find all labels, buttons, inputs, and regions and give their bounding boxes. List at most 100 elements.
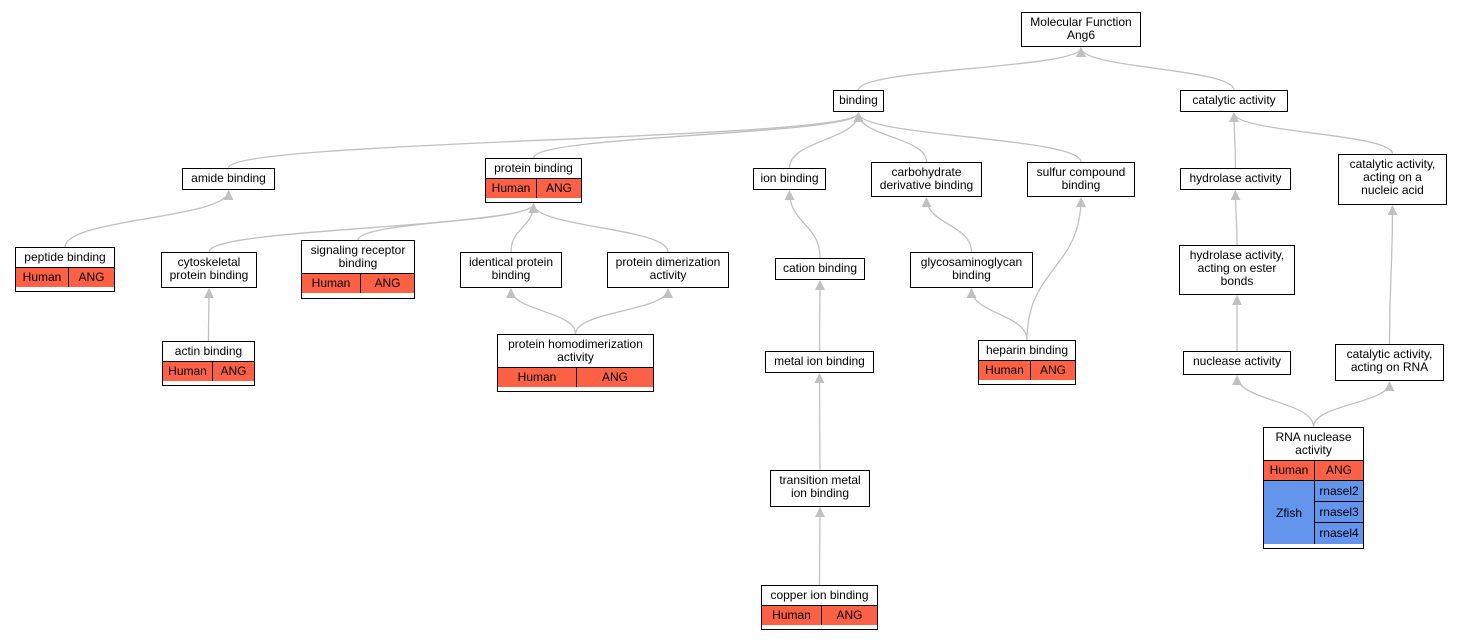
node-carbohydrate-derivative-binding[interactable]: carbohydrate derivative binding: [871, 162, 982, 197]
node-label: nuclease activity: [1184, 352, 1290, 371]
node-label: actin binding: [163, 342, 254, 361]
node-signaling-receptor-binding[interactable]: signaling receptor binding Human ANG: [301, 240, 415, 299]
annotation-row: Human ANG: [762, 605, 877, 625]
node-label-line: amide binding: [191, 171, 266, 185]
annotation-row: Human ANG: [163, 361, 254, 381]
annotation-row: Human ANG: [979, 360, 1075, 380]
node-label-line: bonds: [1220, 274, 1254, 288]
node-label: sulfur compound binding: [1028, 163, 1134, 195]
node-label-line: Molecular Function: [1030, 15, 1132, 29]
node-metal-ion-binding[interactable]: metal ion binding: [765, 351, 874, 373]
node-label-line: hydrolase activity,: [1189, 248, 1285, 262]
node-label: copper ion binding: [762, 586, 877, 605]
node-protein-binding[interactable]: protein binding Human ANG: [485, 158, 582, 203]
node-label-line: nucleic acid: [1361, 183, 1424, 197]
node-label: protein binding: [486, 159, 581, 178]
edge-protein-homodimerization-activity-to-protein-dimerization-activity: [574, 288, 673, 335]
gene-cell: ANG: [212, 362, 254, 381]
node-ion-binding[interactable]: ion binding: [753, 168, 826, 190]
edge-transition-metal-ion-binding-to-metal-ion-binding: [814, 373, 825, 471]
node-copper-ion-binding[interactable]: copper ion binding Human ANG: [761, 585, 878, 630]
node-rna-nuclease-activity[interactable]: RNA nuclease activity Human ANG Zfish rn…: [1263, 427, 1364, 549]
node-catalytic-activity-nucleic-acid[interactable]: catalytic activity, acting on a nucleic …: [1338, 154, 1447, 205]
node-label: cytoskeletal protein binding: [162, 253, 256, 285]
node-label: RNA nuclease activity: [1264, 428, 1363, 460]
node-identical-protein-binding[interactable]: identical protein binding: [460, 252, 562, 288]
node-peptide-binding[interactable]: peptide binding Human ANG: [15, 247, 115, 292]
edge-heparin-binding-to-sulfur-compound-binding: [1026, 197, 1086, 341]
node-label-line: acting on RNA: [1350, 360, 1429, 374]
gene-cell: rnasel4: [1315, 522, 1363, 543]
node-hydrolase-activity-ester[interactable]: hydrolase activity, acting on ester bond…: [1179, 245, 1295, 295]
node-actin-binding[interactable]: actin binding Human ANG: [162, 341, 255, 386]
node-label: catalytic activity, acting on a nucleic …: [1339, 155, 1446, 200]
gene-cell: rnasel2: [1315, 481, 1363, 501]
node-label-line: hydrolase activity: [1189, 171, 1282, 185]
node-label-line: transition metal: [779, 473, 861, 487]
edge-catalytic-activity-to-molecular-function: [1076, 47, 1235, 91]
node-label: hydrolase activity, acting on ester bond…: [1180, 246, 1294, 291]
node-molecular-function[interactable]: Molecular Function Ang6: [1021, 12, 1141, 47]
edge-heparin-binding-to-glycosaminoglycan-binding: [966, 288, 1028, 341]
gene-cell: ANG: [1030, 361, 1075, 380]
gene-cell: ANG: [536, 179, 581, 198]
node-binding[interactable]: binding: [833, 90, 884, 112]
edge-ion-binding-to-binding: [788, 112, 864, 169]
node-label-line: binding: [1061, 178, 1101, 192]
node-protein-homodimerization-activity[interactable]: protein homodimerization activity Human …: [497, 334, 654, 392]
node-label: amide binding: [183, 169, 274, 188]
node-glycosaminoglycan-binding[interactable]: glycosaminoglycan binding: [910, 252, 1033, 288]
node-label-line: peptide binding: [24, 250, 106, 264]
node-label-line: activity: [649, 268, 687, 282]
edge-catalytic-activity-nucleic-acid-to-catalytic-activity: [1229, 112, 1394, 155]
species-cell-human: Human: [498, 368, 576, 387]
edge-amide-binding-to-binding: [227, 112, 864, 169]
node-sulfur-compound-binding[interactable]: sulfur compound binding: [1027, 162, 1135, 197]
node-label-line: binding: [839, 93, 878, 107]
node-label-line: sulfur compound: [1036, 165, 1126, 179]
node-label: peptide binding: [16, 248, 114, 267]
gene-cell: ANG: [576, 368, 653, 387]
node-catalytic-activity[interactable]: catalytic activity: [1180, 90, 1288, 112]
node-label-line: carbohydrate: [891, 165, 962, 179]
node-label: signaling receptor binding: [302, 241, 414, 273]
node-label: binding: [834, 91, 883, 110]
node-transition-metal-ion-binding[interactable]: transition metal ion binding: [770, 470, 870, 507]
node-label: heparin binding: [979, 341, 1075, 360]
node-cation-binding[interactable]: cation binding: [775, 258, 865, 280]
edge-rna-nuclease-activity-to-nuclease-activity: [1232, 375, 1315, 428]
node-hydrolase-activity[interactable]: hydrolase activity: [1180, 168, 1291, 190]
node-label-line: protein binding: [169, 268, 249, 282]
edge-catalytic-activity-rna-to-catalytic-activity-nucleic-acid: [1387, 205, 1398, 345]
node-nuclease-activity[interactable]: nuclease activity: [1183, 351, 1291, 375]
annotation-row: Human ANG: [16, 267, 114, 287]
node-heparin-binding[interactable]: heparin binding Human ANG: [978, 340, 1076, 385]
annotation-row-zfish: Zfish rnasel2 rnasel3 rnasel4: [1264, 480, 1363, 544]
node-label: catalytic activity: [1181, 91, 1287, 110]
gene-cell: ANG: [821, 606, 877, 625]
node-label-line: nuclease activity: [1192, 354, 1282, 368]
annotation-row: Human ANG: [486, 178, 581, 198]
gene-cell: ANG: [1314, 461, 1363, 480]
edge-protein-binding-to-binding: [532, 112, 864, 159]
edge-glycosaminoglycan-binding-to-carbohydrate-derivative-binding: [921, 197, 973, 253]
node-label-line: glycosaminoglycan: [920, 255, 1023, 269]
node-label-line: activity: [1295, 443, 1332, 457]
node-cytoskeletal-protein-binding[interactable]: cytoskeletal protein binding: [161, 252, 257, 288]
node-label-line: identical protein: [468, 255, 554, 269]
node-label-line: metal ion binding: [774, 354, 865, 368]
species-cell-human: Human: [1264, 461, 1314, 480]
node-label: carbohydrate derivative binding: [872, 163, 981, 195]
node-label: identical protein binding: [461, 253, 561, 285]
node-protein-dimerization-activity[interactable]: protein dimerization activity: [607, 252, 729, 288]
species-cell-human: Human: [979, 361, 1030, 380]
node-amide-binding[interactable]: amide binding: [182, 168, 275, 190]
node-label-line: binding: [952, 268, 991, 282]
edge-sulfur-compound-binding-to-binding: [853, 112, 1082, 163]
node-label: metal ion binding: [766, 352, 873, 371]
node-label-line: signaling receptor: [310, 243, 406, 257]
edge-metal-ion-binding-to-cation-binding: [814, 280, 825, 352]
node-catalytic-activity-rna[interactable]: catalytic activity, acting on RNA: [1335, 344, 1444, 381]
node-label-line: protein dimerization: [615, 255, 721, 269]
node-label-line: catalytic activity,: [1346, 347, 1433, 361]
